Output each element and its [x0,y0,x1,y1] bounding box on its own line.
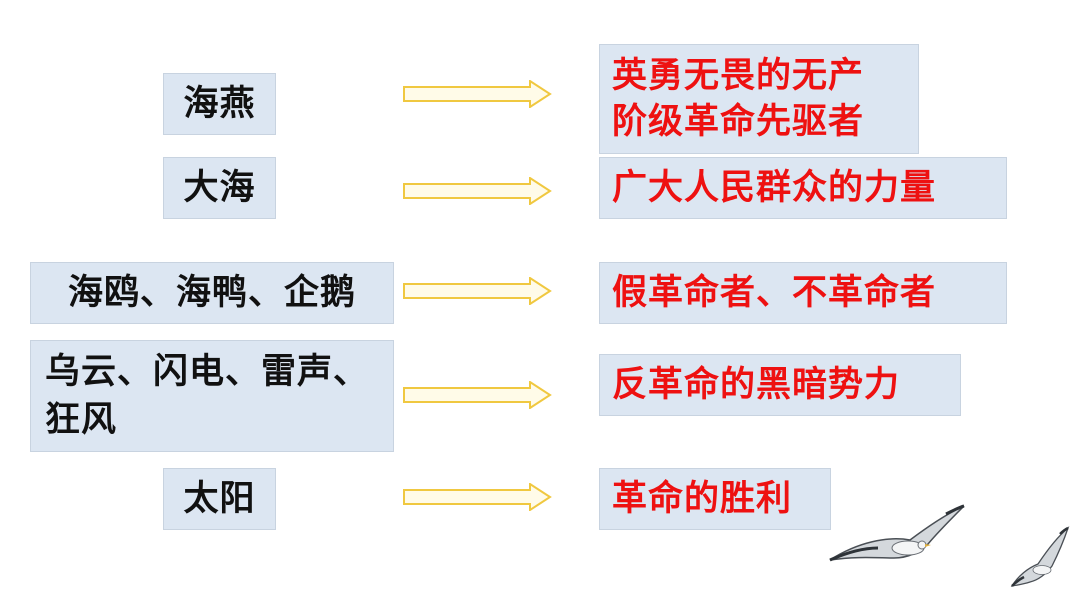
symbol-box-haiyan: 海燕 [163,73,276,135]
meaning-box-haiou: 假革命者、不革命者 [599,262,1007,324]
arrow-right-icon [403,277,552,305]
symbol-box-taiyang: 太阳 [163,468,276,530]
meaning-box-dahai: 广大人民群众的力量 [599,157,1007,219]
symbol-box-haiou: 海鸥、海鸭、企鹅 [30,262,394,324]
arrow-right-icon [403,177,552,205]
meaning-box-haiyan: 英勇无畏的无产 阶级革命先驱者 [599,44,919,154]
symbol-label: 太阳 [183,478,256,519]
symbol-label: 海燕 [183,83,256,124]
symbol-box-wuyun: 乌云、闪电、雷声、 狂风 [30,340,394,452]
meaning-label: 假革命者、不革命者 [612,272,937,313]
arrow-right-icon [403,381,552,409]
meaning-label: 反革命的黑暗势力 [612,364,901,405]
seagull-icon [1010,526,1070,587]
seagull-icon [829,504,965,562]
arrow-right-icon [403,483,552,511]
symbol-box-dahai: 大海 [163,157,276,219]
arrow-right-icon [403,80,552,108]
meaning-box-wuyun: 反革命的黑暗势力 [599,354,961,416]
symbol-label: 海鸥、海鸭、企鹅 [67,272,356,313]
meaning-label: 革命的胜利 [612,478,793,519]
meaning-box-taiyang: 革命的胜利 [599,468,831,530]
meaning-label: 广大人民群众的力量 [612,167,937,208]
symbol-label: 大海 [183,167,256,208]
meaning-label: 英勇无畏的无产 阶级革命先驱者 [612,55,865,142]
symbol-label: 乌云、闪电、雷声、 狂风 [45,351,370,440]
